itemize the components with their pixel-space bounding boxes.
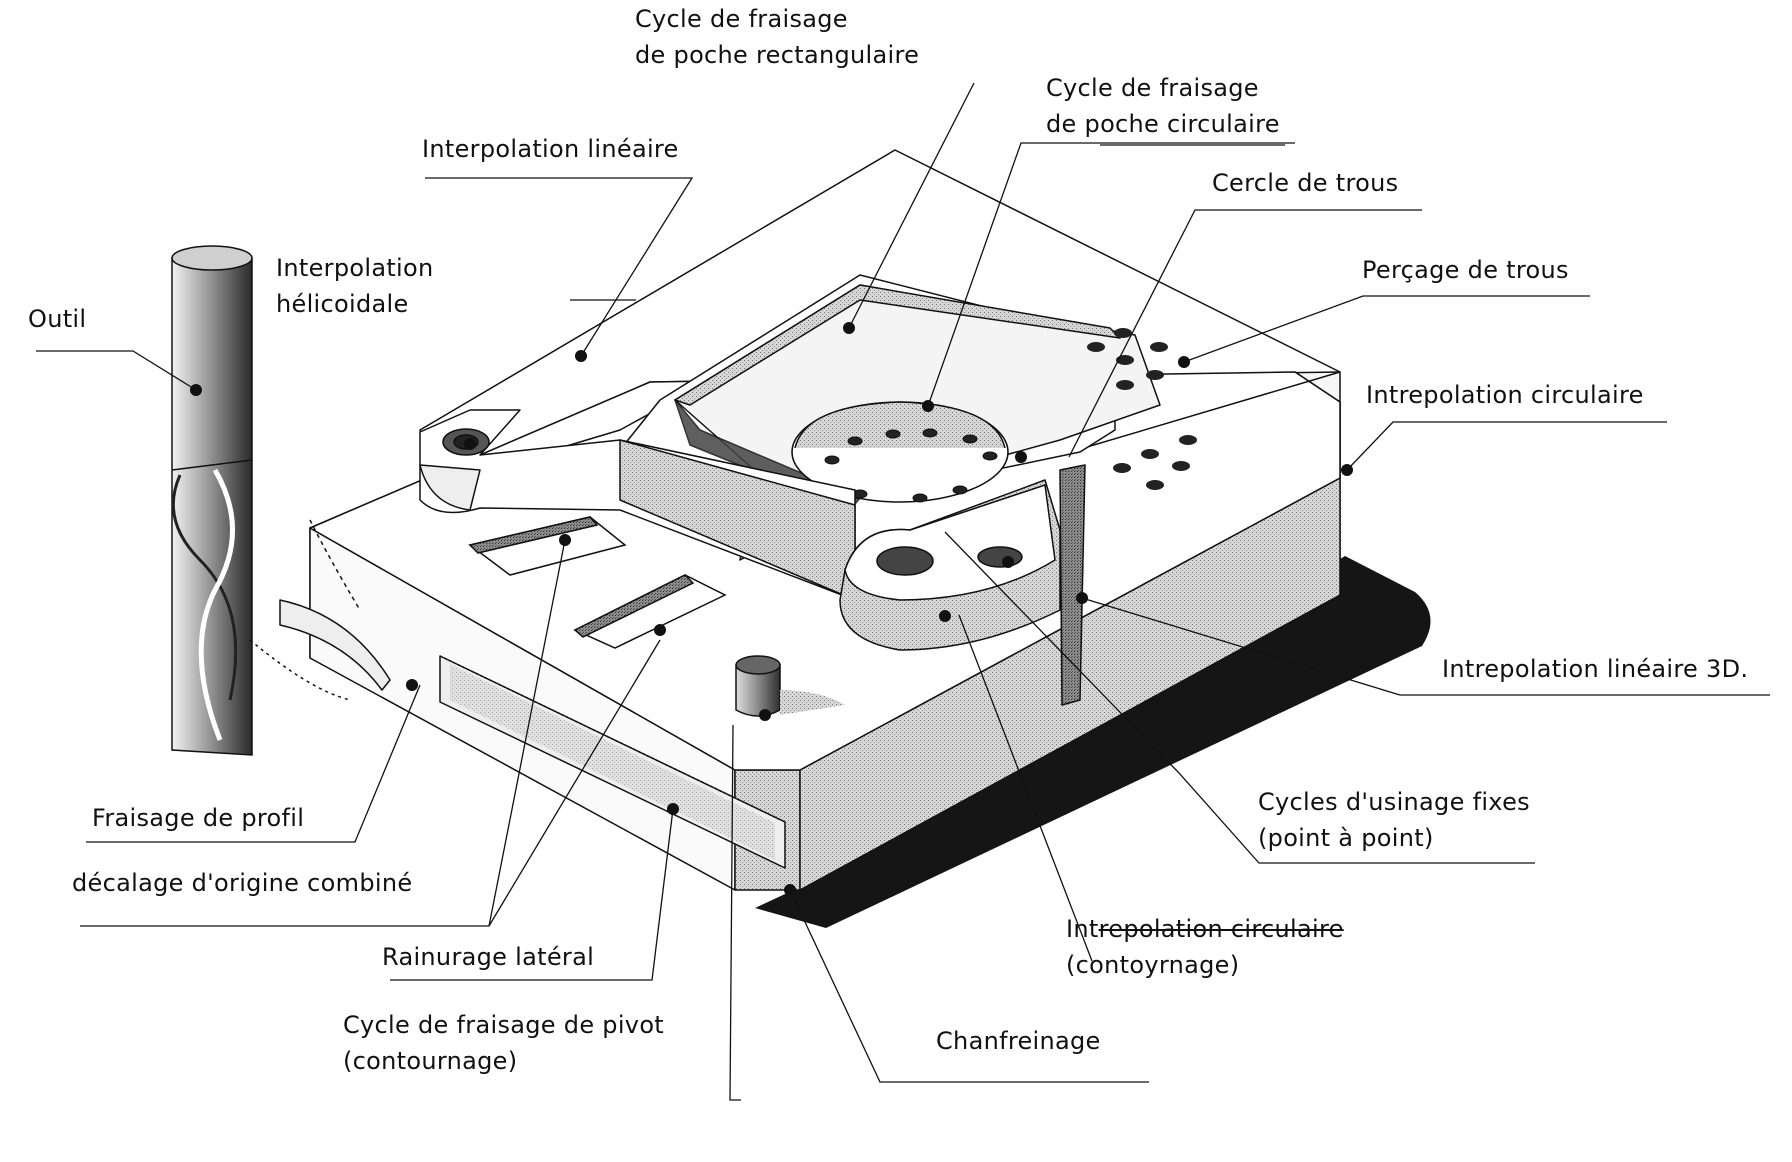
part-shadow (755, 556, 1431, 928)
label-poche-rect-1: Cycle de fraisage (635, 5, 848, 33)
right-boss (839, 464, 1086, 706)
tool (171, 245, 351, 756)
label-decalage: décalage d'origine combiné (72, 869, 413, 897)
pivot-post (735, 655, 845, 717)
leader-dots (190, 322, 1353, 896)
label-interp-circ-contour-1b: repolation circulaire (1098, 915, 1344, 943)
label-interp-circ-contour-2: (contoyrnage) (1066, 951, 1240, 979)
label-interp-lineaire-3d: Intrepolation linéaire 3D. (1442, 655, 1749, 683)
label-interp-circ-contour-1: Intrepolation circulaire (1066, 912, 1344, 947)
label-percage-trous: Perçage de trous (1362, 256, 1569, 284)
label-fraisage-profil: Fraisage de profil (92, 804, 305, 832)
label-pivot-1: Cycle de fraisage de pivot (343, 1011, 665, 1039)
label-poche-circ-2: de poche circulaire (1046, 110, 1280, 138)
label-cycles-fixes-2: (point à point) (1258, 824, 1434, 852)
label-interp-helicoidale-2: hélicoidale (276, 290, 409, 318)
label-interp-circ-contour-1a: Int (1066, 915, 1099, 943)
label-poche-rect-2: de poche rectangulaire (635, 41, 920, 69)
left-arm (419, 409, 856, 601)
label-chanfreinage: Chanfreinage (936, 1027, 1101, 1055)
lower-pockets (468, 516, 727, 649)
leader-lines (36, 82, 1770, 1101)
label-cercle-trous: Cercle de trous (1212, 169, 1399, 197)
drilled-holes (1087, 328, 1197, 490)
label-rainurage: Rainurage latéral (382, 943, 595, 971)
hole-circle (824, 428, 998, 503)
label-poche-circ-1: Cycle de fraisage (1046, 74, 1259, 102)
label-outil: Outil (28, 305, 87, 333)
label-pivot-2: (contournage) (343, 1047, 518, 1075)
label-interp-helicoidale-1: Interpolation (276, 254, 434, 282)
label-interp-lineaire: Interpolation linéaire (422, 135, 679, 163)
label-interp-circulaire: Intrepolation circulaire (1366, 381, 1644, 409)
label-cycles-fixes-1: Cycles d'usinage fixes (1258, 788, 1530, 816)
